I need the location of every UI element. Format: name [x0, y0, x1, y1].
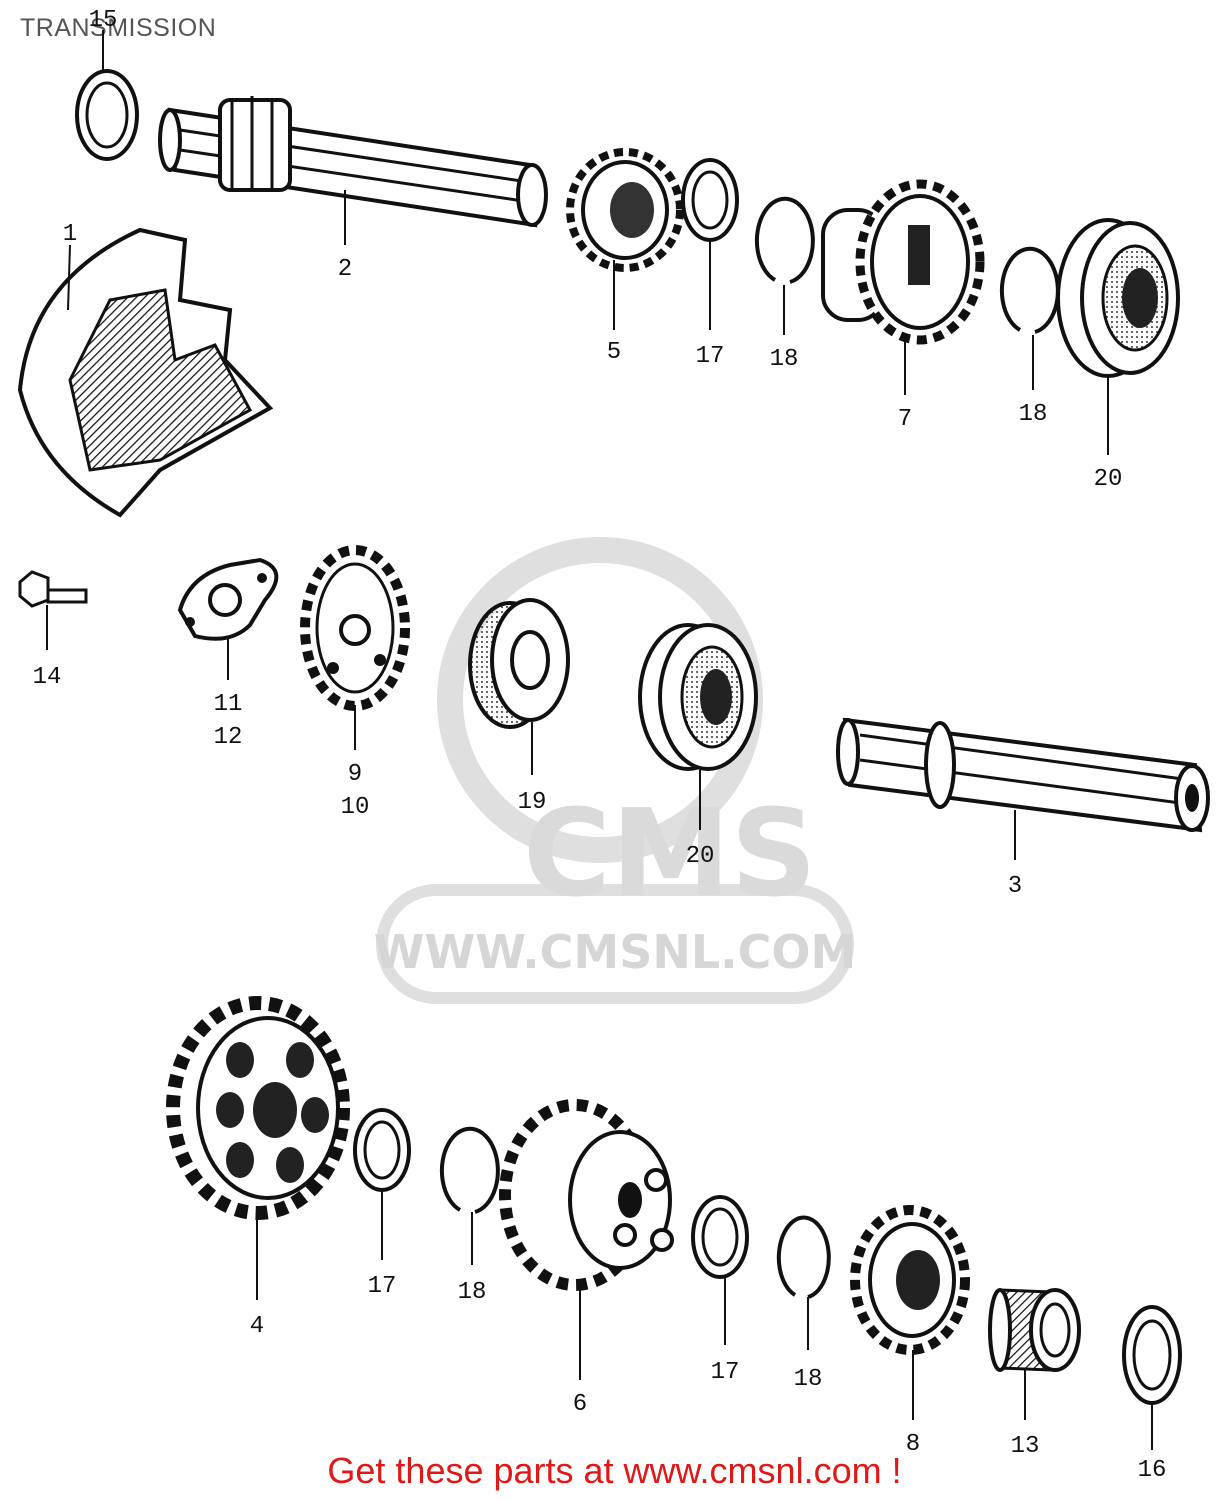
part-4-large-gear[interactable] [166, 996, 350, 1220]
callout-20: 20 [1094, 466, 1123, 493]
callout-17: 17 [696, 343, 725, 370]
watermark-logo: CMS WWW.CMSNL.COM [374, 537, 857, 1004]
callout-13: 13 [1011, 1433, 1040, 1460]
callout-1: 1 [63, 221, 77, 248]
part-18-circlip-right[interactable] [999, 246, 1060, 334]
part-1-cover[interactable] [17, 227, 274, 518]
watermark-site: WWW.CMSNL.COM [374, 925, 857, 979]
callout-16: 16 [1138, 1457, 1167, 1484]
callout-18: 18 [770, 346, 799, 373]
part-14-bolt[interactable] [18, 570, 88, 608]
diagram-title: TRANSMISSION [20, 14, 217, 42]
leader-lines [46, 30, 1153, 1450]
callout-19: 19 [518, 789, 547, 816]
part-16-washer[interactable] [1122, 1305, 1182, 1405]
callout-15: 15 [89, 7, 118, 34]
callout-14: 14 [33, 664, 62, 691]
part-18-circlip-bottom-left[interactable] [439, 1126, 500, 1214]
callout-5: 5 [607, 339, 621, 366]
part-9-10-sprocket[interactable] [300, 545, 410, 711]
part-13-needle-bearing[interactable] [988, 1288, 1081, 1372]
callout-17c: 17 [711, 1359, 740, 1386]
part-17-lock-washer-top[interactable] [681, 158, 739, 242]
part-3-counter-shaft[interactable] [836, 717, 1210, 833]
callout-12: 12 [214, 724, 243, 751]
part-19-oil-seal[interactable] [468, 598, 570, 729]
callout-6: 6 [573, 1391, 587, 1418]
callout-8: 8 [906, 1431, 920, 1458]
callout-10: 10 [341, 794, 370, 821]
part-17-lock-washer-bottom-right[interactable] [691, 1195, 749, 1279]
callouts: 15 2 1 5 17 18 7 18 20 14 11 12 9 10 19 … [33, 7, 1167, 1484]
part-20-bearing-top[interactable] [1056, 218, 1180, 378]
callout-11: 11 [214, 691, 243, 718]
callout-3: 3 [1008, 873, 1022, 900]
part-20-bearing-middle[interactable] [638, 623, 758, 771]
part-8-gear[interactable] [850, 1205, 970, 1355]
callout-18c: 18 [458, 1279, 487, 1306]
part-18-circlip-top[interactable] [754, 196, 815, 284]
footer-parts-link[interactable]: Get these parts at www.cmsnl.com ! [327, 1450, 902, 1491]
callout-2: 2 [338, 256, 352, 283]
part-11-12-lock-plate[interactable] [177, 557, 279, 641]
part-17-lock-washer-bottom-left[interactable] [353, 1108, 411, 1192]
watermark-brand: CMS [523, 785, 817, 924]
callout-7: 7 [898, 406, 912, 433]
callout-17b: 17 [368, 1273, 397, 1300]
part-15-washer[interactable] [75, 69, 139, 161]
callout-18d: 18 [794, 1366, 823, 1393]
part-2-main-shaft[interactable] [158, 96, 548, 228]
callout-20b: 20 [686, 843, 715, 870]
part-6-gear[interactable] [499, 1099, 674, 1291]
callout-4: 4 [250, 1313, 264, 1340]
part-18-circlip-bottom-right[interactable] [776, 1215, 831, 1299]
callout-18b: 18 [1019, 401, 1048, 428]
part-7-gear[interactable] [821, 179, 985, 345]
callout-9: 9 [348, 761, 362, 788]
part-5-gear[interactable] [566, 148, 684, 272]
